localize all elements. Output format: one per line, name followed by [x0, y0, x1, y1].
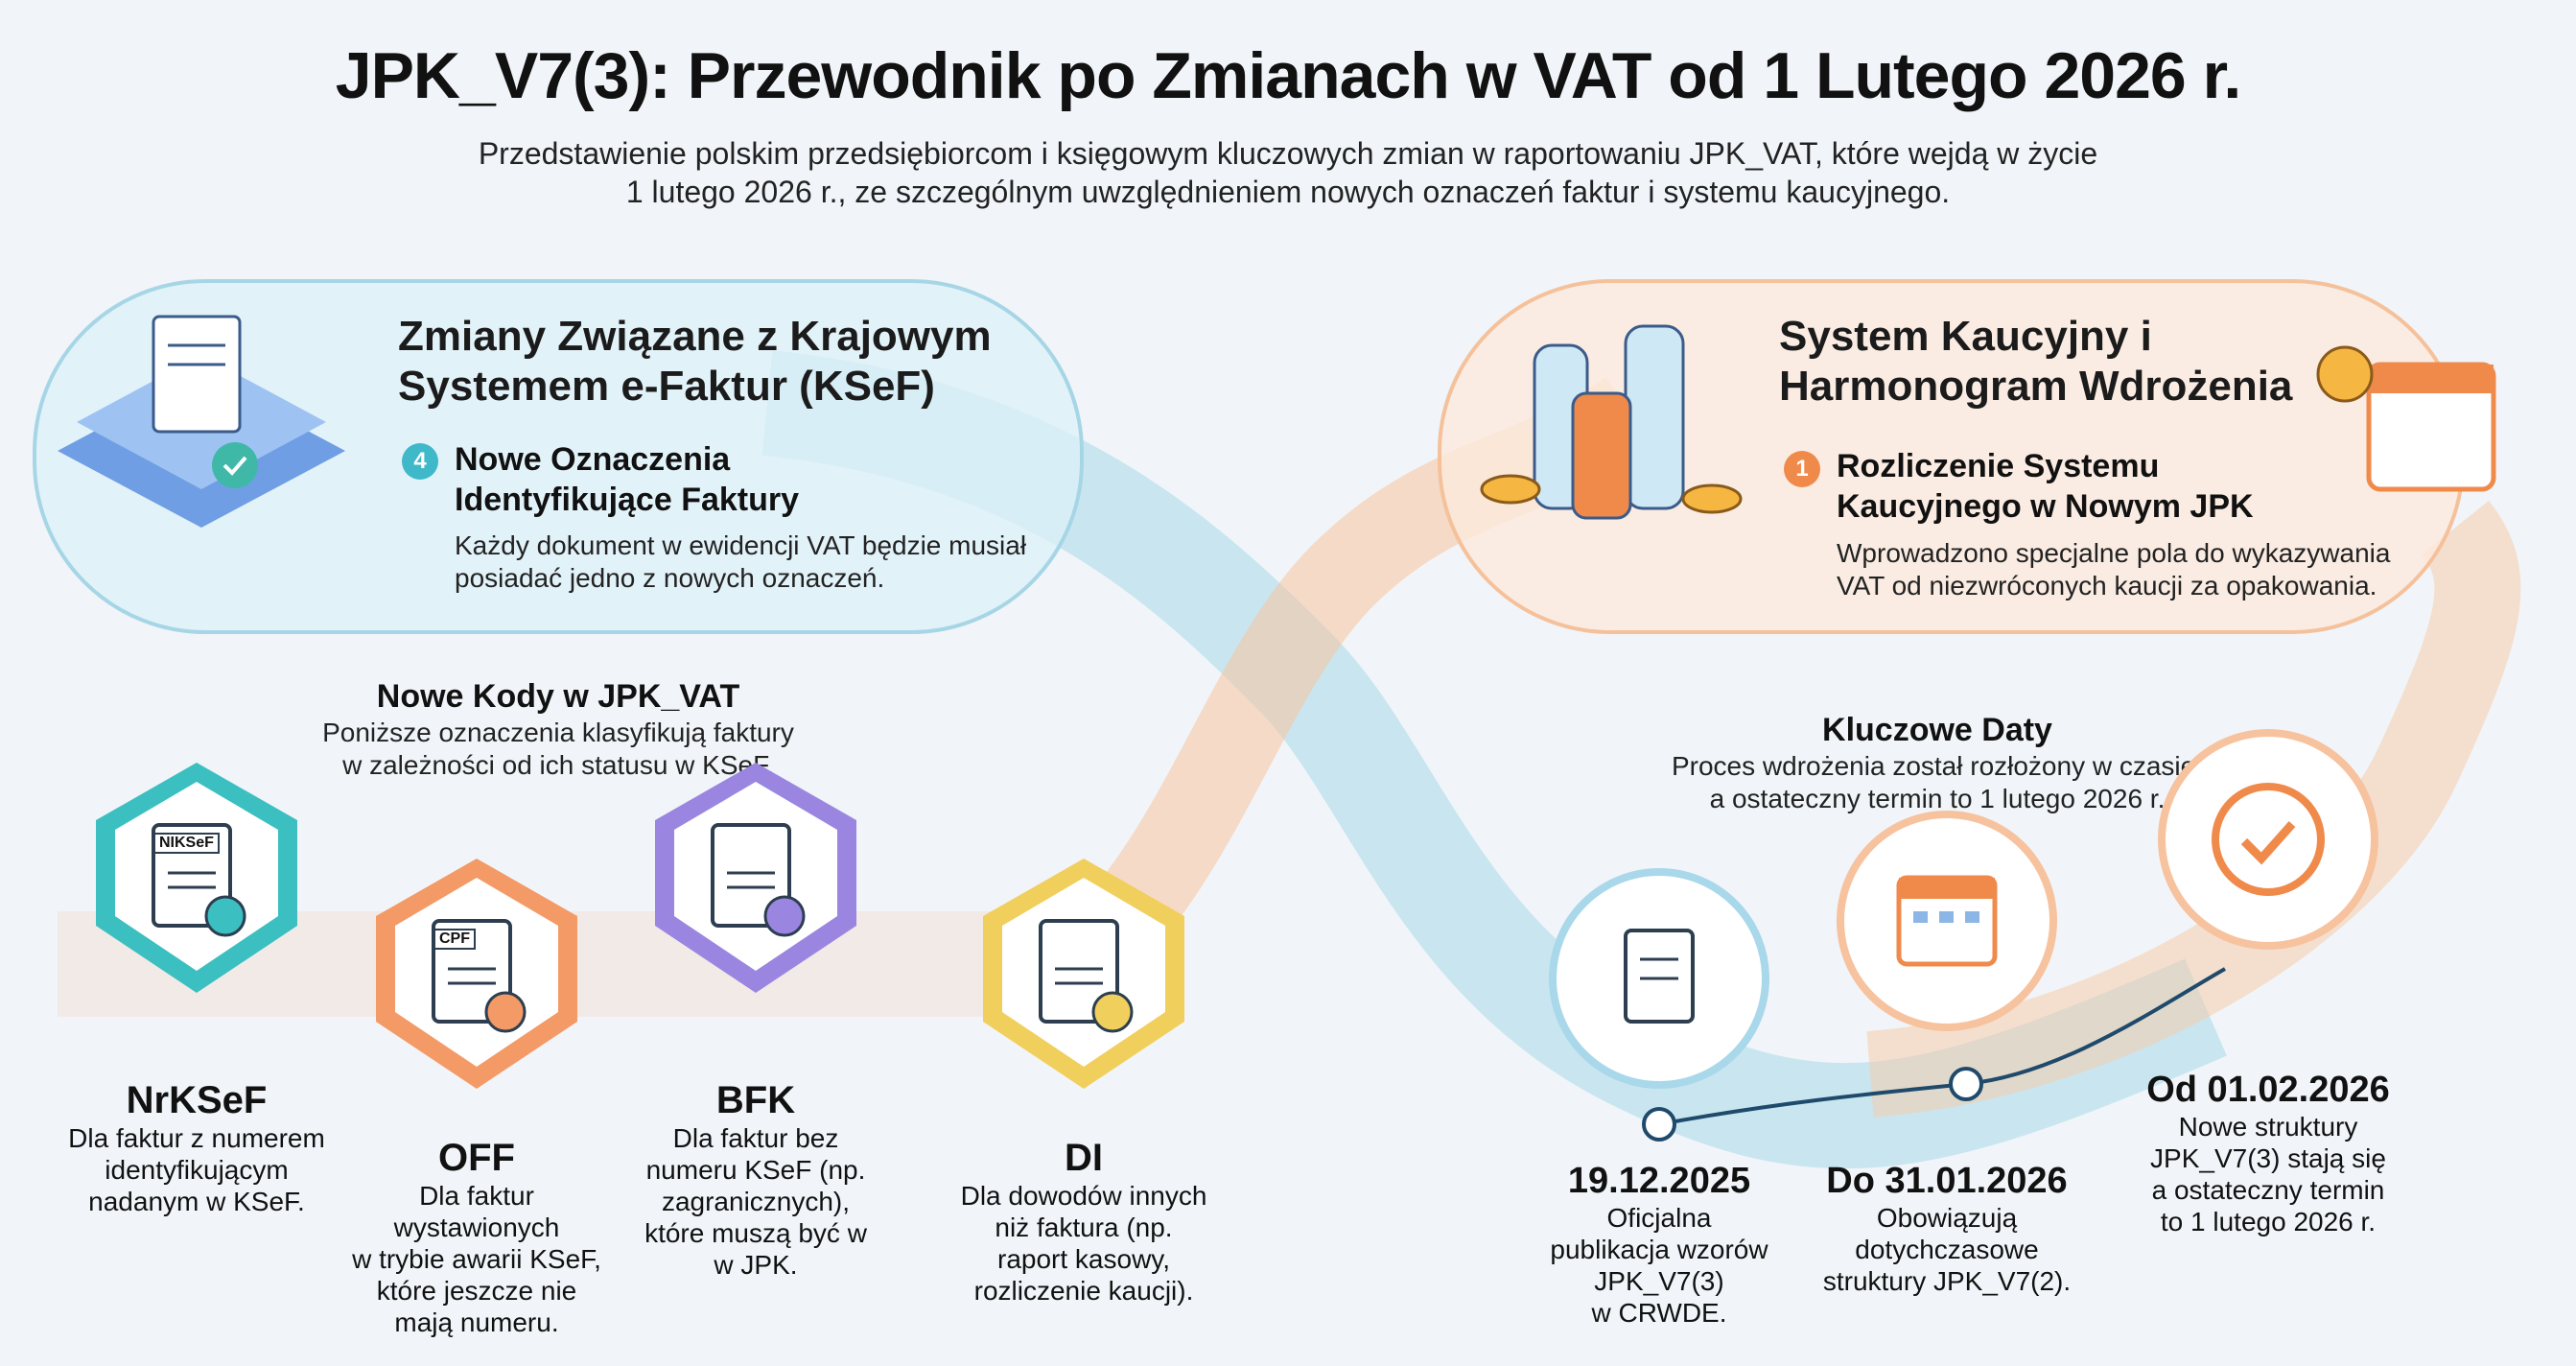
code-desc-line: Dla faktur: [419, 1181, 534, 1211]
document-icon: [1039, 919, 1134, 1033]
timeline-dot: [1642, 1107, 1676, 1142]
deposit-title-line: System Kaucyjny i: [1779, 313, 2152, 360]
icon-label: CPF: [433, 929, 476, 950]
dates-desc-line: a ostateczny termin to 1 lutego 2026 r.: [1709, 784, 2166, 813]
codes-desc-line: Poniższe oznaczenia klasyfikują faktury: [322, 718, 794, 747]
step-badge: 1: [1784, 451, 1820, 487]
timeline-node: [2158, 729, 2378, 950]
code-desc-line: numeru KSeF (np.: [645, 1155, 866, 1185]
timeline-dot: [1949, 1067, 1983, 1101]
deposit-desc-line: Wprowadzono specjalne pola do wykazywani…: [1837, 538, 2391, 568]
date-desc-line: to 1 lutego 2026 r.: [2160, 1207, 2377, 1236]
code-badge-nrksef: NIKSeF: [86, 758, 307, 998]
ksef-title-line: Zmiany Związane z Krajowym: [398, 313, 992, 360]
calendar-icon: [1896, 875, 1998, 967]
ksef-title-line: Systemem e-Faktur (KSeF): [398, 363, 935, 410]
date-label: Do 31.01.2026: [1826, 1161, 2068, 1201]
date-desc-line: Oficjalna: [1606, 1203, 1712, 1233]
code-badge-bfk: [645, 758, 866, 998]
icon-label: NIKSeF: [153, 833, 220, 854]
document-icon: [711, 823, 806, 937]
document-icon: [1624, 929, 1695, 1024]
date-desc-line: Obowiązują: [1876, 1203, 2018, 1233]
server-invoice-icon: [58, 315, 345, 528]
code-desc-line: rozliczenie kaucji).: [973, 1276, 1194, 1306]
codes-desc-line: w zależności od ich statusu w KSeF.: [342, 750, 774, 780]
deposit-title-line: Harmonogram Wdrożenia: [1779, 363, 2293, 410]
code-desc-line: mają numeru.: [394, 1307, 559, 1337]
timeline-node: [1837, 811, 2057, 1031]
page-title: JPK_V7(3): Przewodnik po Zmianach w VAT …: [335, 39, 2241, 112]
bottles-coins-icon: [1480, 324, 1743, 520]
date-label: Od 01.02.2026: [2146, 1070, 2390, 1110]
code-desc-line: Dla dowodów innych: [960, 1181, 1207, 1211]
deposit-subtitle-line: Rozliczenie Systemu: [1837, 448, 2160, 484]
code-label: NrKSeF: [126, 1079, 268, 1121]
deposit-desc: Wprowadzono specjalne pola do wykazywani…: [1837, 537, 2390, 602]
dates-title: Kluczowe Daty: [1822, 712, 2052, 748]
date-desc-line: struktury JPK_V7(2).: [1822, 1266, 2072, 1296]
subtitle-line: 1 lutego 2026 r., ze szczególnym uwzględ…: [625, 175, 1951, 209]
date-label: 19.12.2025: [1567, 1161, 1751, 1201]
date-desc-line: publikacja wzorów: [1550, 1235, 1768, 1264]
step-badge: 4: [402, 443, 438, 480]
code-label: OFF: [438, 1137, 515, 1179]
ksef-desc-line: Każdy dokument w ewidencji VAT będzie mu…: [455, 530, 1027, 560]
dates-desc-line: Proces wdrożenia został rozłożony w czas…: [1671, 751, 2203, 781]
codes-title: Nowe Kody w JPK_VAT: [376, 678, 740, 715]
code-desc-line: Dla faktur bez: [672, 1123, 839, 1153]
ksef-subtitle-line: Identyfikujące Faktury: [455, 482, 800, 518]
deposit-desc-line: VAT od niezwróconych kaucji za opakowani…: [1837, 571, 2377, 601]
codes-band: [58, 911, 1132, 1017]
ksef-desc-line: posiadać jedno z nowych oznaczeń.: [455, 563, 885, 593]
code-badge-off: CPF: [366, 854, 587, 1094]
date-desc-line: JPK_V7(3): [1594, 1266, 1724, 1296]
code-desc-line: niż faktura (np.: [995, 1213, 1173, 1242]
code-desc-line: zagranicznych),: [661, 1187, 851, 1216]
code-desc-line: w trybie awarii KSeF,: [352, 1244, 601, 1274]
calendar-coin-icon: [2316, 345, 2496, 492]
code-desc-line: raport kasowy,: [997, 1244, 1170, 1274]
code-label: BFK: [715, 1079, 796, 1121]
codes-header: Nowe Kody w JPK_VAT Poniższe oznaczenia …: [270, 676, 846, 782]
code-desc-line: Dla faktur z numerem: [68, 1123, 325, 1153]
deposit-subtitle-line: Kaucyjnego w Nowym JPK: [1837, 488, 2254, 525]
code-desc-line: które muszą być w: [644, 1218, 867, 1248]
dates-header: Kluczowe Daty Proces wdrożenia został ro…: [1650, 710, 2225, 815]
date-desc-line: Nowe struktury: [2178, 1112, 2358, 1142]
code-desc-line: wystawionych: [393, 1213, 560, 1242]
date-desc-line: JPK_V7(3) stają się: [2150, 1143, 2386, 1173]
code-desc-line: identyfikującym: [105, 1155, 289, 1185]
code-desc-line: nadanym w KSeF.: [88, 1187, 305, 1216]
timeline-node: [1549, 868, 1769, 1089]
ksef-desc: Każdy dokument w ewidencji VAT będzie mu…: [455, 530, 1026, 595]
code-badge-di: [973, 854, 1194, 1094]
code-desc-line: które jeszcze nie: [376, 1276, 577, 1306]
page-subtitle: Przedstawienie polskim przedsiębiorcom i…: [329, 134, 2247, 211]
date-desc-line: w CRWDE.: [1591, 1298, 1727, 1328]
date-desc-line: dotychczasowe: [1855, 1235, 2039, 1264]
code-desc-line: w JPK.: [714, 1250, 798, 1280]
code-label: DI: [1065, 1137, 1103, 1179]
date-desc-line: a ostateczny termin: [2151, 1175, 2385, 1205]
ksef-subtitle-line: Nowe Oznaczenia: [455, 441, 731, 478]
clock-check-icon: [2212, 783, 2325, 896]
subtitle-line: Przedstawienie polskim przedsiębiorcom i…: [478, 136, 2098, 171]
